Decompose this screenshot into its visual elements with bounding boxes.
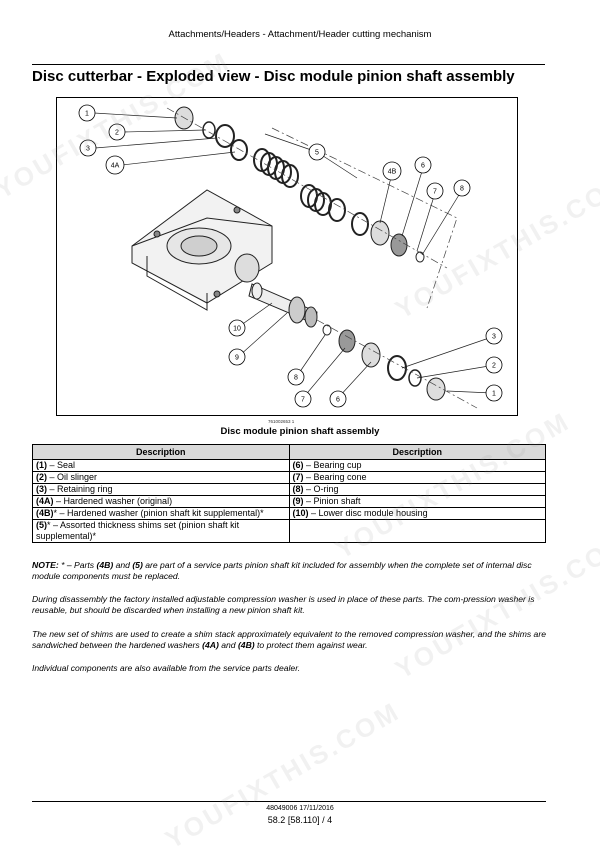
footer-doc-id: 48049006 17/11/2016 [266,805,334,812]
table-row: (2) – Oil slinger (7) – Bearing cone [32,471,546,484]
dealer-paragraph: Individual components are also available… [32,663,301,673]
table-cell: (4B)* – Hardened washer (pinion shaft ki… [32,507,290,520]
callout: 3 [79,139,97,157]
table-cell: (5)* – Assorted thickness shims set (pin… [32,519,290,543]
table-cell: (1) – Seal [32,459,290,472]
table-row: (4A) – Hardened washer (original) (9) – … [32,495,546,508]
svg-text:4B: 4B [388,169,397,176]
page-title: Disc cutterbar - Exploded view - Disc mo… [32,68,515,85]
footer-page-number: 58.2 [58.110] / 4 [267,815,333,825]
svg-text:6: 6 [421,163,425,170]
callout: 3 [485,327,503,345]
disassembly-paragraph: During disassembly the factory installed… [32,594,535,616]
table-row: (1) – Seal (6) – Bearing cup [32,459,546,472]
callout: 7 [426,182,444,200]
upper-rings-drawing [174,106,425,263]
callout: 8 [453,179,471,197]
svg-text:2: 2 [115,130,119,137]
svg-text:10: 10 [233,326,241,333]
footer-rule [32,801,546,802]
callout: 7 [294,390,312,408]
table-cell: (4A) – Hardened washer (original) [32,495,290,508]
callouts: 1 2 3 4A 5 4B 6 7 8 10 9 8 7 6 3 2 1 [78,104,503,408]
callout: 4B [382,161,402,181]
table-cell: (3) – Retaining ring [32,483,290,496]
lower-rings-drawing [322,324,446,401]
svg-text:7: 7 [301,397,305,404]
svg-text:3: 3 [492,334,496,341]
callout: 2 [108,123,126,141]
table-header-row: Description Description [32,444,546,460]
table-row: (4B)* – Hardened washer (pinion shaft ki… [32,507,546,520]
callout: 1 [78,104,96,122]
callout: 9 [228,348,246,366]
shims-paragraph: The new set of shims are used to create … [32,629,546,651]
table-cell: (2) – Oil slinger [32,471,290,484]
svg-text:7: 7 [433,189,437,196]
exploded-view-drawing: 1 2 3 4A 5 4B 6 7 8 10 9 8 7 6 3 2 1 [78,104,503,409]
svg-text:9: 9 [235,355,239,362]
table-cell: (6) – Bearing cup [288,459,546,472]
figure-code: 761002653 1 [268,419,295,424]
svg-text:1: 1 [492,391,496,398]
svg-text:4A: 4A [111,163,120,170]
svg-text:8: 8 [460,186,464,193]
table-header: Description [32,444,290,460]
callout: 8 [287,368,305,386]
callout: 6 [329,390,347,408]
svg-text:5: 5 [315,150,319,157]
callout: 2 [485,356,503,374]
page-header: Attachments/Headers - Attachment/Header … [168,29,432,40]
callout: 10 [228,319,246,337]
svg-text:3: 3 [86,146,90,153]
callout: 5 [308,143,326,161]
exploded-view-figure: 1 2 3 4A 5 4B 6 7 8 10 9 8 7 6 3 2 1 [56,97,518,416]
center-lines [166,107,478,409]
callout: 1 [485,384,503,402]
svg-text:1: 1 [85,111,89,118]
svg-text:2: 2 [492,363,496,370]
note-paragraph: NOTE: * – Parts (4B) and (5) are part of… [32,560,532,582]
table-cell [288,519,546,543]
svg-text:8: 8 [294,375,298,382]
svg-text:6: 6 [336,397,340,404]
table-cell: (7) – Bearing cone [288,471,546,484]
housing-drawing [131,189,273,311]
title-rule [32,64,545,65]
figure-caption: Disc module pinion shaft assembly [220,426,380,437]
table-row: (5)* – Assorted thickness shims set (pin… [32,519,546,543]
watermark: YOUFIXTHIS.COM [160,695,406,855]
pinion-shaft-drawing [248,282,318,328]
parts-table: Description Description (1) – Seal (6) –… [32,444,546,543]
callout: 6 [414,156,432,174]
callout: 4A [105,155,125,175]
